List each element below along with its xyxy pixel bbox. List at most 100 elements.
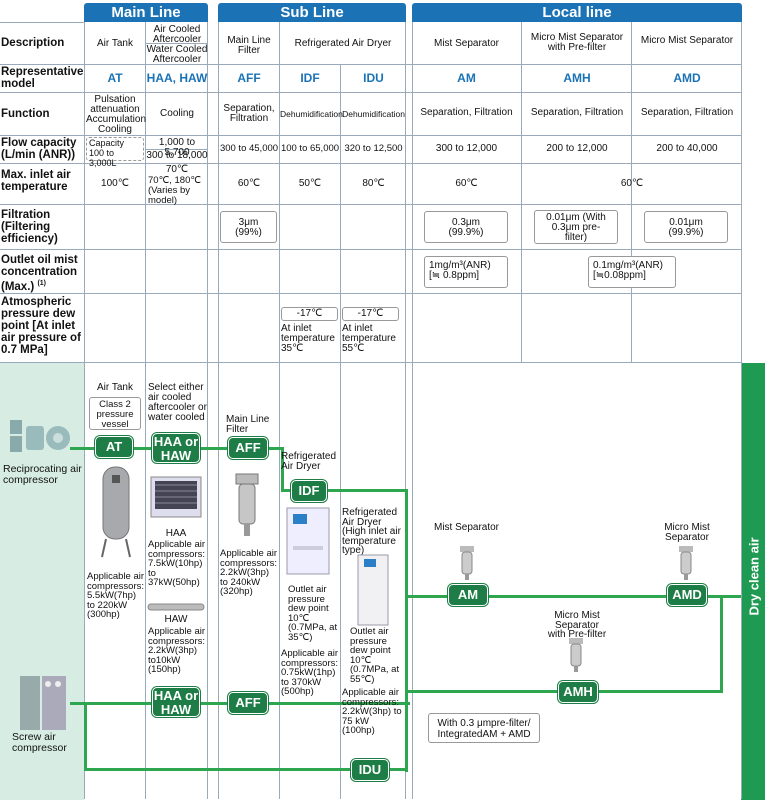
divider: [279, 22, 280, 799]
row-label-temp: Max. inlet air temperature: [1, 169, 71, 193]
column-main: [84, 22, 208, 799]
row-line: [0, 92, 742, 93]
idu-button[interactable]: IDU: [351, 759, 389, 781]
model-am: AM: [457, 71, 476, 85]
amd-button[interactable]: AMD: [667, 584, 707, 606]
main-filter-icon: [233, 472, 261, 543]
aff-button[interactable]: AFF: [228, 437, 268, 459]
mist-separator-icon: [458, 544, 476, 587]
reciprocating-compressor-icon: [8, 418, 72, 463]
screw-label: Screw air compressor: [12, 731, 67, 754]
function-cooler: Cooling: [160, 108, 194, 119]
temp-haw: 70℃, 180℃ (Varies by model): [148, 175, 202, 206]
dew-idu-note: At inlet temperature 55℃: [342, 323, 396, 354]
pipe: [281, 447, 284, 491]
airtank-box: Class 2 pressure vessel: [89, 397, 141, 430]
mainfilter-title: Main Line Filter: [226, 414, 270, 435]
haw-label: HAW: [164, 614, 188, 625]
haa-note: Applicable air compressors: 7.5kW(10hp) …: [148, 539, 206, 588]
filtration-am: 0.3μm (99.9%): [424, 211, 508, 243]
temp-am: 60℃: [455, 178, 478, 189]
model-at: AT: [107, 71, 123, 85]
at-button[interactable]: AT: [95, 436, 133, 458]
column-local: [412, 22, 742, 799]
idf-button[interactable]: IDF: [291, 480, 327, 502]
temp-aff: 60℃: [237, 178, 261, 189]
idu-note2: Applicable air compressors: 2.2kW(3hp) t…: [342, 687, 402, 736]
row-line: [146, 43, 208, 44]
function-airtank: Pulsation attenuation Accumulation Cooli…: [86, 94, 147, 135]
row-label-function: Function: [1, 108, 50, 120]
temp-airtank: 100℃: [101, 178, 129, 189]
idu-title: Refrigerated Air Dryer (High inlet air t…: [342, 507, 401, 556]
dry-air-label: Dry clean air: [746, 537, 762, 616]
am-button[interactable]: AM: [448, 584, 488, 606]
row-line: [0, 204, 742, 205]
air-tank-icon: [100, 463, 132, 564]
aff-button-2[interactable]: AFF: [228, 692, 268, 714]
idf-title: Refrigerated Air Dryer: [281, 451, 337, 472]
row-line: [0, 135, 742, 136]
pipe: [281, 489, 408, 492]
flow-am: 300 to 12,000: [435, 143, 498, 154]
desc-amd: Micro Mist Separator: [640, 35, 734, 46]
temp-idf: 50℃: [298, 178, 322, 189]
model-amh: AMH: [563, 71, 591, 85]
divider: [145, 362, 146, 799]
header-sub-line: Sub Line: [218, 3, 406, 22]
refrigerated-dryer-high-temp-icon: [356, 553, 390, 632]
screw-compressor-icon: [18, 674, 70, 737]
filtration-amh: 0.01μm (With 0.3μm pre-filter): [534, 210, 618, 244]
aftercooler-icon: [149, 475, 203, 526]
refrigerated-dryer-icon: [285, 506, 331, 581]
flow-haa: 1,000 to 5,700: [158, 137, 196, 158]
oil-am: 1mg/m³(ANR) [≒ 0.8ppm]: [424, 256, 508, 288]
desc-airtank: Air Tank: [97, 38, 133, 49]
function-amh: Separation, Filtration: [530, 107, 624, 118]
flow-amh: 200 to 12,000: [546, 143, 608, 154]
row-line: [0, 249, 742, 250]
function-am: Separation, Filtration: [420, 107, 513, 118]
idf-note1: Outlet air pressure dew point 10℃ (0.7MP…: [288, 584, 338, 643]
temp-haa: 70℃: [165, 164, 189, 175]
flow-idu: 320 to 12,500: [344, 143, 403, 154]
desc-am: Mist Separator: [433, 38, 500, 49]
airtank-title: Air Tank: [97, 382, 133, 393]
amd-title: Micro Mist Separator: [664, 522, 710, 543]
row-line: [0, 293, 742, 294]
desc-air-cooled: Air Cooled Aftercooler: [152, 24, 202, 45]
divider: [340, 64, 341, 799]
row-label-filtration: Filtration (Filtering efficiency): [1, 209, 58, 245]
row-line: [0, 362, 742, 363]
temp-amh-amd: 60℃: [620, 178, 644, 189]
desc-amh: Micro Mist Separator with Pre-filter: [530, 32, 624, 53]
dew-idf-note: At inlet temperature 35℃: [281, 323, 335, 354]
divider: [631, 22, 632, 362]
micro-mist-separator-icon: [677, 544, 695, 587]
function-amd: Separation, Filtration: [640, 107, 734, 118]
function-idf: Dehumidification: [280, 109, 343, 119]
desc-water-cooled: Water Cooled Aftercooler: [146, 44, 208, 65]
haa-haw-button-2[interactable]: HAA or HAW: [152, 687, 200, 717]
divider: [145, 22, 146, 362]
desc-dryer: Refrigerated Air Dryer: [294, 38, 392, 49]
filtration-aff: 3μm (99%): [220, 211, 277, 243]
amh-button[interactable]: AMH: [558, 681, 598, 703]
haa-haw-button[interactable]: HAA or HAW: [152, 433, 200, 463]
function-aff: Separation, Filtration: [223, 103, 275, 124]
idf-note2: Applicable air compressors: 0.75kW(1hp) …: [281, 648, 339, 697]
filtration-amd: 0.01μm (99.9%): [644, 211, 728, 243]
amh-title: Micro Mist Separator with Pre-filter: [547, 610, 607, 640]
pipe: [84, 768, 408, 771]
column-sub: [218, 22, 406, 799]
dry-air-band: [741, 363, 765, 800]
aff-note: Applicable air compressors: 2.2kW(3hp) t…: [220, 548, 278, 597]
pipe: [405, 489, 408, 772]
header-local-line: Local line: [412, 3, 742, 22]
amh-box: With 0.3 μmpre-filter/ IntegratedAM + AM…: [428, 713, 540, 743]
pipe: [84, 702, 87, 770]
micro-mist-prefilter-icon: [567, 636, 585, 679]
model-idf: IDF: [300, 71, 320, 85]
row-label-flow: Flow capacity (L/min (ANR)): [1, 137, 77, 161]
pipe: [720, 596, 723, 692]
